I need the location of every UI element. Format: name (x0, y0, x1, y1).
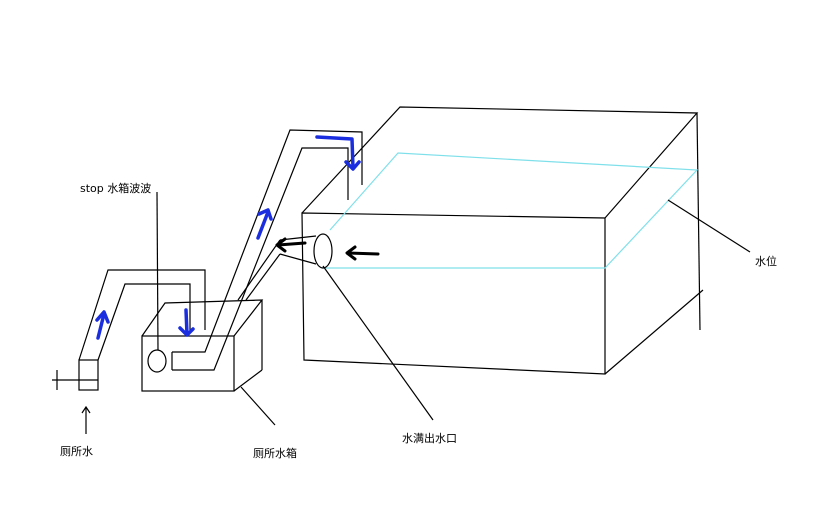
toilet-tank-label: 厕所水箱 (253, 447, 297, 460)
black-arrows (81, 237, 380, 434)
toilet-water-label: 厕所水 (60, 445, 93, 458)
flow-arrows (95, 135, 361, 340)
float-ball (147, 349, 167, 373)
leader-lines (240, 199, 751, 426)
stop-label: stop 水箱波波 (80, 182, 152, 195)
toilet-tank (141, 299, 264, 392)
overflow-outlet-label: 水满出水口 (402, 432, 457, 445)
outlet-pipe (237, 235, 317, 301)
water-level-label: 水位 (755, 255, 777, 268)
overflow-outlet-ellipse (313, 233, 333, 269)
water-level-plane (322, 152, 699, 269)
riser-pipe (171, 129, 363, 371)
float-rod (156, 191, 159, 351)
